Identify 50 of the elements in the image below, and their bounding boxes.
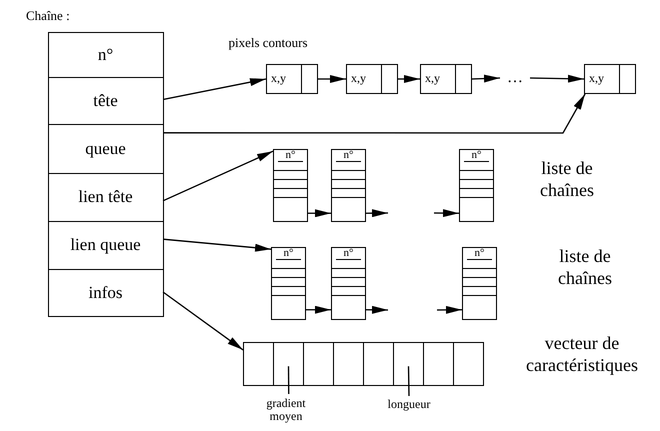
arrow bbox=[398, 75, 420, 83]
vector-cell bbox=[393, 342, 424, 386]
field-cell: lien queue bbox=[48, 221, 163, 269]
arrow bbox=[162, 150, 274, 202]
arrow bbox=[163, 94, 586, 134]
pixel-node: x,y bbox=[584, 64, 636, 94]
arrow bbox=[162, 238, 272, 252]
callout-label: longueur bbox=[378, 396, 440, 414]
chain-record: n° bbox=[462, 247, 497, 320]
side-label: liste de chaînes bbox=[557, 246, 613, 290]
vector-cell bbox=[363, 342, 394, 386]
vector-cell bbox=[243, 342, 274, 386]
chain-record: n° bbox=[331, 149, 366, 222]
vector-cell bbox=[453, 342, 484, 386]
arrow bbox=[308, 209, 331, 218]
pixel-node: x,y bbox=[346, 64, 398, 94]
record-title: Chaîne : bbox=[26, 8, 70, 24]
pixel-node: x,y bbox=[420, 64, 472, 94]
arrow bbox=[162, 291, 244, 350]
arrow bbox=[366, 306, 388, 314]
arrow bbox=[437, 306, 462, 314]
ellipsis-text: … bbox=[500, 68, 530, 88]
pixel-node: x,y bbox=[266, 64, 318, 94]
arrow bbox=[318, 75, 346, 83]
field-cell: n° bbox=[48, 33, 163, 77]
arrow bbox=[434, 209, 459, 218]
field-cell: infos bbox=[48, 269, 163, 317]
arrow bbox=[530, 74, 584, 83]
vector-cell bbox=[303, 342, 334, 386]
vector-cell bbox=[423, 342, 454, 386]
leader-line bbox=[408, 366, 410, 396]
arrow bbox=[472, 74, 500, 83]
side-label: vecteur de caractéristiques bbox=[525, 333, 639, 376]
vector-cell bbox=[273, 342, 304, 386]
arrow bbox=[162, 78, 266, 100]
chain-record: n° bbox=[273, 149, 308, 222]
arrow bbox=[366, 209, 388, 218]
field-cell: queue bbox=[48, 124, 163, 173]
vector-cell bbox=[333, 342, 364, 386]
field-cell: tête bbox=[48, 77, 163, 124]
caption-label: pixels contours bbox=[228, 35, 308, 51]
arrow bbox=[306, 306, 331, 314]
chain-record: n° bbox=[459, 149, 494, 222]
leader-line bbox=[288, 366, 290, 394]
chain-record: n° bbox=[331, 247, 366, 320]
side-label: liste de chaînes bbox=[539, 158, 595, 202]
feature-vector bbox=[243, 342, 484, 386]
chain-record: n° bbox=[271, 247, 306, 320]
callout-label: gradient moyen bbox=[252, 394, 320, 426]
field-cell: lien tête bbox=[48, 173, 163, 221]
